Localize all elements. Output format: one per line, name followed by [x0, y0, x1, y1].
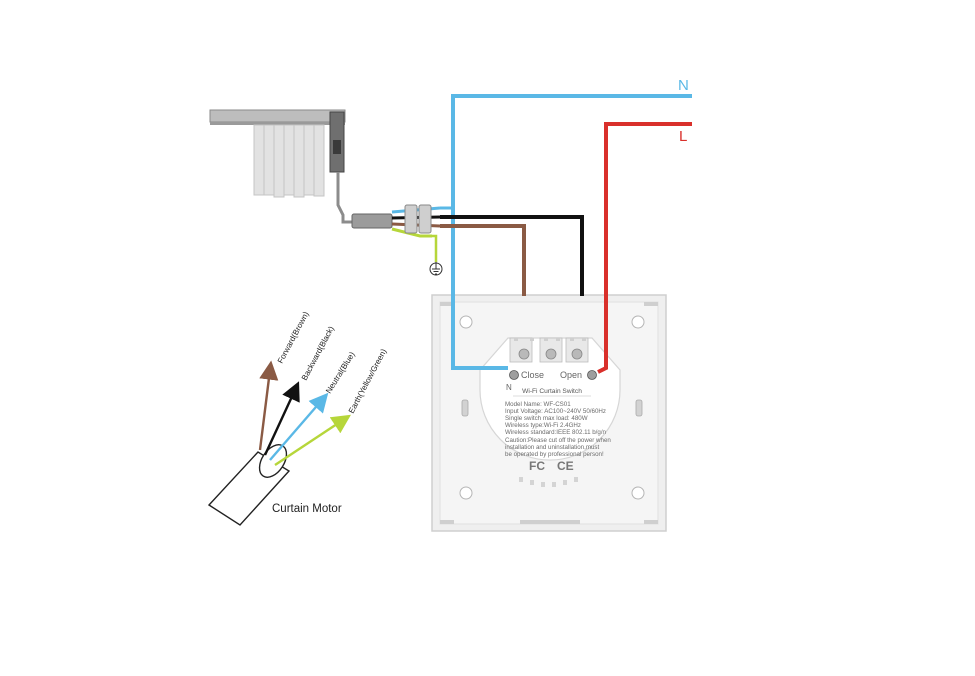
spec-line: Input Voltage: AC100~240V 50/60Hz [505, 408, 606, 415]
black-wire [440, 215, 584, 296]
spec-line: Wireless standard:IEEE 802.11 b/g/n [505, 429, 607, 436]
live-wire [597, 122, 692, 374]
forward-wire-arrow [258, 360, 279, 451]
cable-sheath [351, 213, 393, 229]
backward-wire-arrow [263, 381, 300, 456]
ce-mark: CE [557, 459, 574, 473]
product-title: Wi-Fi Curtain Switch [522, 388, 582, 395]
motor-wires [258, 360, 352, 467]
neutral-wire [451, 94, 692, 370]
motor-label: Curtain Motor [272, 503, 342, 515]
spec-line: Wireless type:Wi-Fi 2.4GHz [505, 422, 581, 429]
live-line-label: L [679, 128, 687, 145]
spec-line: Model Name: WF-CS01 [505, 401, 571, 408]
caution-line: Caution:Please cut off the power when [505, 437, 611, 444]
wire-label-neutral: Neutral(Blue) [324, 350, 357, 395]
close-terminal-label: Close [521, 370, 544, 380]
caution-line: be operated by professional person! [505, 451, 604, 458]
earth-wire-arrow [274, 414, 352, 467]
switch-panel [431, 294, 667, 532]
terminal-screws [509, 370, 597, 380]
neutral-line-label: N [678, 77, 689, 94]
ground-icon [429, 262, 443, 276]
brown-wire [440, 224, 526, 296]
caution-line: installation and uninstallation,must [505, 444, 600, 451]
fcc-mark: FC [529, 459, 545, 473]
curtain-graphic [209, 109, 346, 198]
wire-label-backward: Backward(Black) [300, 324, 336, 382]
spec-line: Single switch max load: 480W [505, 415, 588, 422]
neutral-terminal-label: N [506, 383, 512, 392]
connector-blocks [404, 204, 432, 234]
neutral-wire-arrow [269, 392, 329, 461]
open-terminal-label: Open [560, 370, 582, 380]
wire-label-forward: Forward(Brown) [276, 310, 311, 365]
motor-cable [336, 172, 360, 224]
